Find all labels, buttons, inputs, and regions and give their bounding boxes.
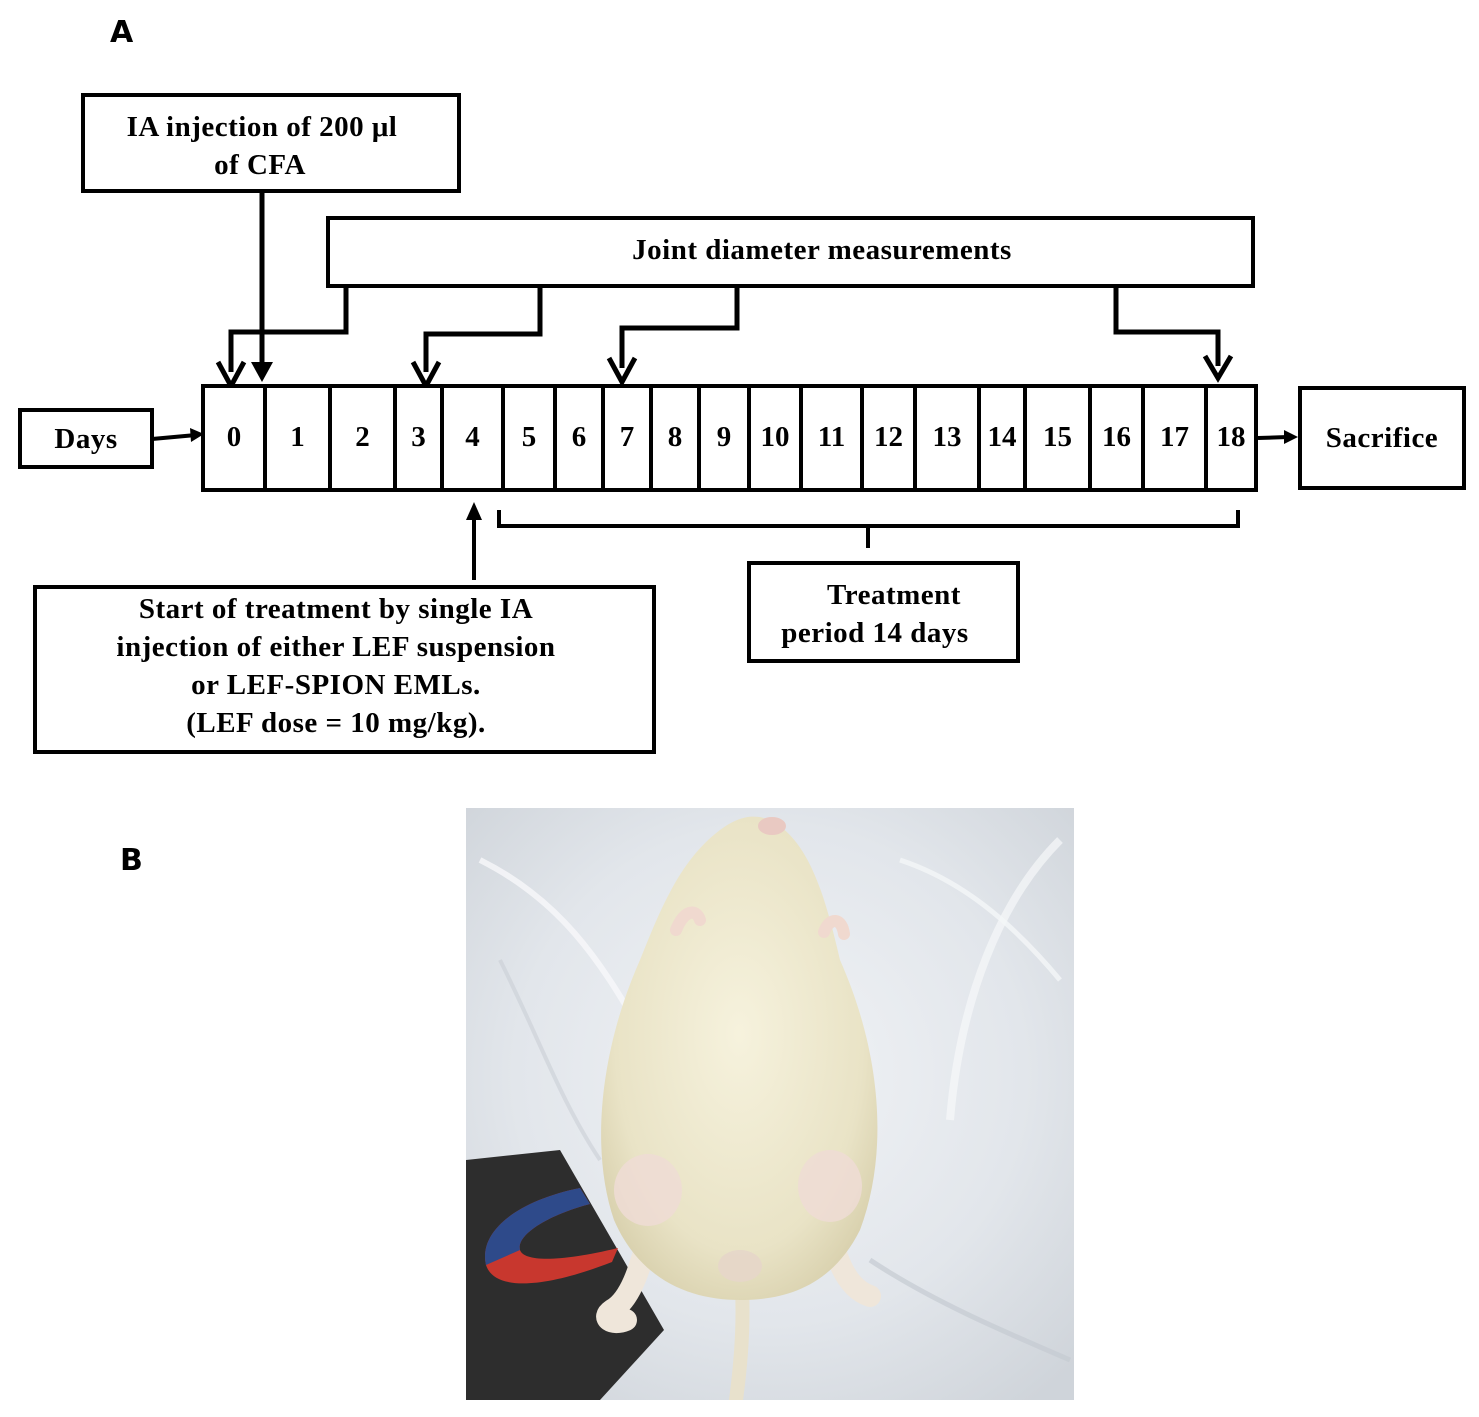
sacrifice-box: Sacrifice [1298, 386, 1466, 490]
panel-label-b: B [120, 843, 143, 878]
start-line-3: or LEF-SPION EMLs. [191, 669, 481, 701]
panel-label-a: A [110, 15, 134, 50]
timeline-frame [201, 384, 1258, 492]
treatment-period-box: Treatment period 14 days [747, 561, 1020, 663]
start-line-1: Start of treatment by single IA [139, 593, 533, 625]
day-cell-5: 5 [522, 421, 537, 453]
day-cell-13: 13 [933, 421, 962, 453]
joint-label: Joint diameter measurements [632, 234, 1012, 266]
measurement-arrow-day-18 [1113, 287, 1221, 366]
day-cell-6: 6 [572, 421, 587, 453]
day-cell-0: 0 [227, 421, 242, 453]
cfa-injection-box: IA injection of 200 μl of CFA [81, 93, 461, 193]
start-line-4: (LEF dose = 10 mg/kg). [186, 707, 486, 739]
day-cell-14: 14 [988, 421, 1017, 453]
measurement-arrow-day-3 [423, 287, 543, 372]
treatment-start-box: Start of treatment by single IA injectio… [33, 585, 656, 754]
day-cell-15: 15 [1043, 421, 1072, 453]
day-cell-11: 11 [818, 421, 845, 453]
measurement-arrows [215, 287, 1234, 392]
rat-tail [729, 1283, 750, 1400]
days-arrow [151, 433, 197, 441]
cfa-line-2: of CFA [214, 149, 306, 181]
day-cell-4: 4 [465, 421, 480, 453]
rat-photo [466, 808, 1074, 1400]
day-cell-10: 10 [761, 421, 790, 453]
sacrifice-arrow [1257, 435, 1289, 440]
measurement-arrow-day-0 [228, 287, 349, 372]
day-cell-8: 8 [668, 421, 683, 453]
cfa-arrowhead [251, 362, 273, 382]
days-label: Days [54, 423, 117, 455]
day-cell-3: 3 [411, 421, 426, 453]
day-cell-16: 16 [1102, 421, 1131, 453]
day-cell-7: 7 [620, 421, 635, 453]
joint-measurement-box: Joint diameter measurements [326, 216, 1255, 288]
day-cell-18: 18 [1217, 421, 1246, 453]
period-line-1: Treatment [827, 579, 961, 611]
day-cell-9: 9 [717, 421, 732, 453]
day-cell-1: 1 [290, 421, 305, 453]
day-cell-17: 17 [1160, 421, 1189, 453]
day-cell-12: 12 [874, 421, 903, 453]
day-cell-2: 2 [355, 421, 370, 453]
start-line-2: injection of either LEF suspension [116, 631, 555, 663]
cfa-line-1: IA injection of 200 μl [127, 111, 398, 143]
days-box: Days [18, 408, 154, 469]
period-line-2: period 14 days [781, 617, 968, 649]
measurement-arrow-day-7 [619, 287, 740, 368]
sacrifice-label: Sacrifice [1326, 422, 1438, 454]
treatment-bracket [497, 510, 1240, 528]
